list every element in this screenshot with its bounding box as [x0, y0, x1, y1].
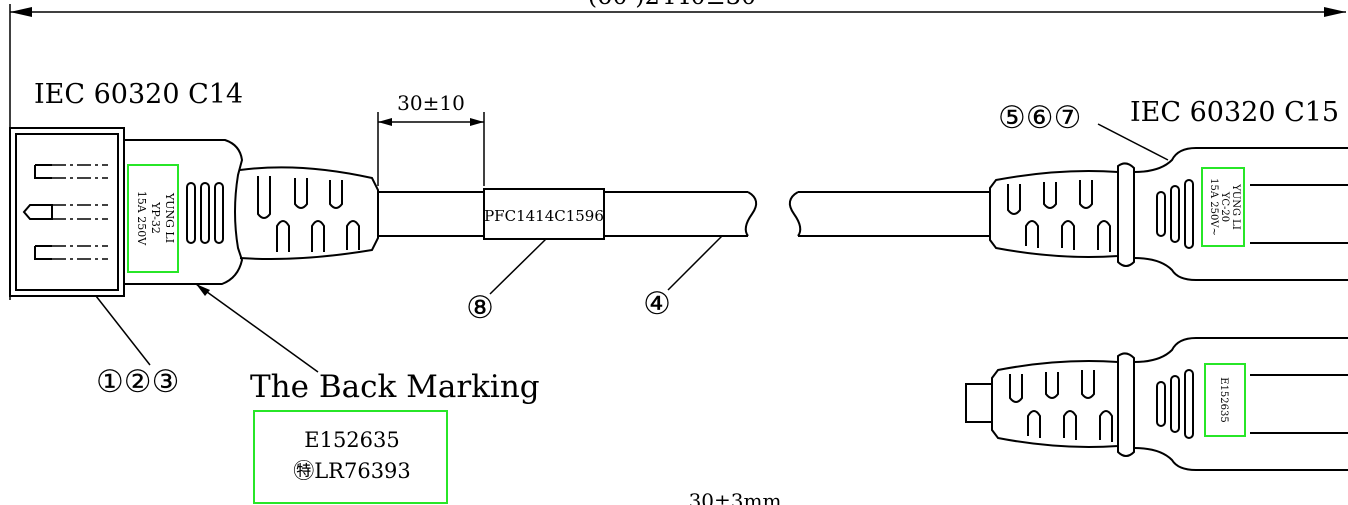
back-marking-line-2: ㊕LR76393	[293, 459, 411, 483]
c14-marking-box	[127, 164, 179, 273]
c14-pins	[22, 164, 108, 260]
c14-marking-line-2: YP-32	[149, 201, 162, 234]
power-cord: PFC1414C1596 30±10 ⑧ ④	[377, 91, 990, 326]
c15-callout: ⑤⑥⑦	[998, 100, 1081, 136]
c15-standard-label: IEC 60320 C15	[1130, 97, 1339, 128]
c14-connector: YUNG LI YP-32 15A 250V IEC 60320 C14 ①②③	[9, 79, 379, 400]
c15-marking-line-2: YC-20	[1219, 191, 1230, 222]
cord-callout: ④	[643, 286, 671, 322]
c15-connector-bottom: E152635	[965, 337, 1348, 471]
c15-connector-top: YUNG LI YC-20 15A 250V~ IEC 60320 C15 ⑤⑥…	[989, 97, 1348, 281]
bottom-dimension-label: 30±3mm	[689, 489, 782, 505]
c15-back-marking: E152635	[1218, 377, 1229, 422]
c14-marking-line-3: 15A 250V	[135, 191, 148, 246]
c14-standard-label: IEC 60320 C14	[34, 79, 243, 110]
c14-marking-line-1: YUNG LI	[163, 192, 176, 243]
back-marking-section: The Back Marking E152635 ㊕LR76393	[195, 283, 540, 504]
c15-marking-line-1: YUNG LI	[1230, 183, 1241, 230]
sleeve-dimension-label: 30±10	[397, 91, 465, 115]
overall-length-label: (60 )2440±30	[588, 0, 757, 10]
c15-back-marking-box	[1204, 363, 1246, 437]
c14-callout: ①②③	[96, 364, 179, 400]
c15-marking-box	[1201, 167, 1245, 247]
back-marking-title: The Back Marking	[250, 369, 540, 405]
overall-length-dimension: (60 )2440±30	[9, 0, 1346, 300]
back-marking-box	[253, 410, 448, 504]
c15-marking-line-3: 15A 250V~	[1208, 178, 1219, 236]
cord-sleeve	[483, 188, 605, 240]
sleeve-callout: ⑧	[466, 290, 494, 326]
sleeve-label: PFC1414C1596	[484, 207, 604, 225]
back-marking-line-1: E152635	[304, 428, 400, 452]
